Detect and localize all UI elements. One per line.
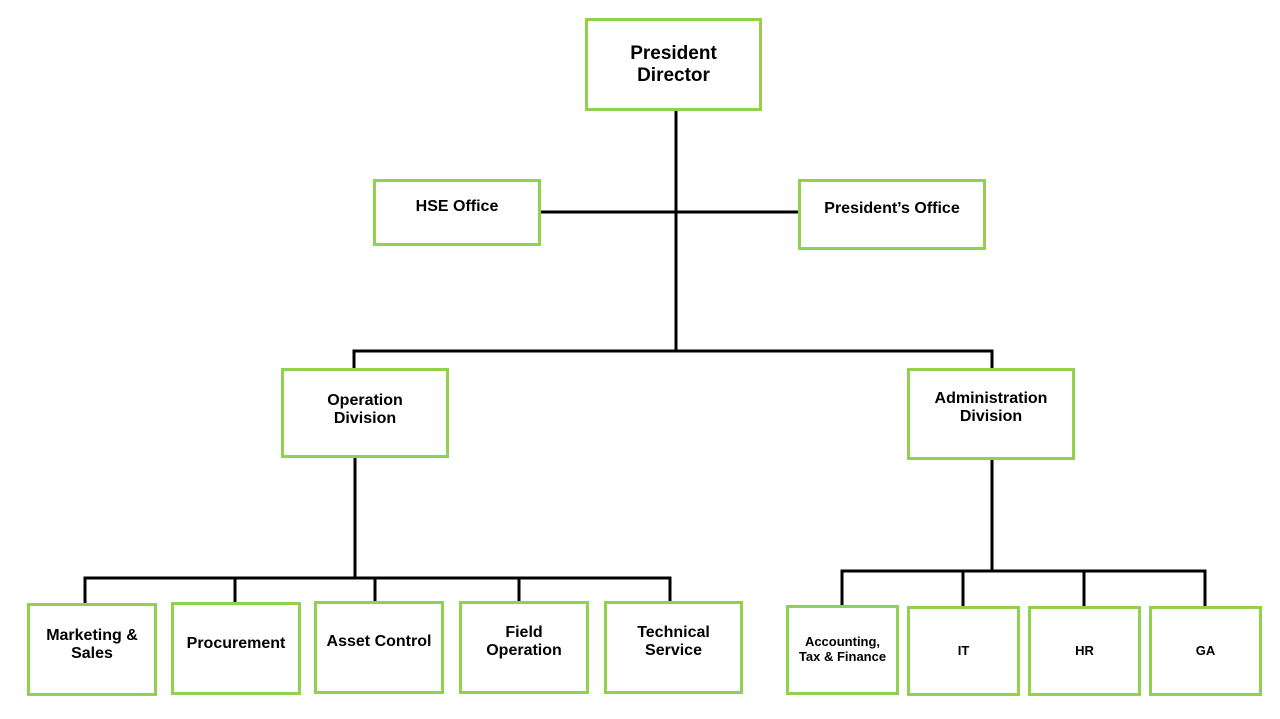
marketing-sales-label: Marketing & Sales <box>46 626 138 662</box>
asset-control-box: Asset Control <box>314 601 444 694</box>
operation-division-label: Operation Division <box>327 392 403 427</box>
president-director-box: President Director <box>585 18 762 111</box>
presidents-office-box: President’s Office <box>798 179 986 250</box>
accounting-tax-finance-box: Accounting, Tax & Finance <box>786 605 899 695</box>
administration-division-box: Administration Division <box>907 368 1075 460</box>
marketing-sales-box: Marketing & Sales <box>27 603 157 696</box>
hse-office-box: HSE Office <box>373 179 541 246</box>
hr-box: HR <box>1028 606 1141 696</box>
ga-label: GA <box>1195 642 1216 658</box>
hr-label: HR <box>1075 642 1094 658</box>
administration-division-label: Administration Division <box>934 390 1048 425</box>
it-label: IT <box>957 642 970 658</box>
operation-division-box: Operation Division <box>281 368 449 458</box>
procurement-box: Procurement <box>171 602 301 695</box>
hse-office-label: HSE Office <box>415 197 499 215</box>
accounting-tax-finance-label: Accounting, Tax & Finance <box>798 634 887 664</box>
field-operation-box: Field Operation <box>459 601 589 694</box>
asset-control-label: Asset Control <box>326 632 432 650</box>
ga-box: GA <box>1149 606 1262 696</box>
presidents-office-label: President’s Office <box>824 199 960 217</box>
technical-service-box: Technical Service <box>604 601 743 694</box>
president-director-label: President Director <box>630 43 717 86</box>
technical-service-label: Technical Service <box>637 623 710 659</box>
field-operation-label: Field Operation <box>486 623 562 659</box>
it-box: IT <box>907 606 1020 696</box>
procurement-label: Procurement <box>186 634 286 652</box>
